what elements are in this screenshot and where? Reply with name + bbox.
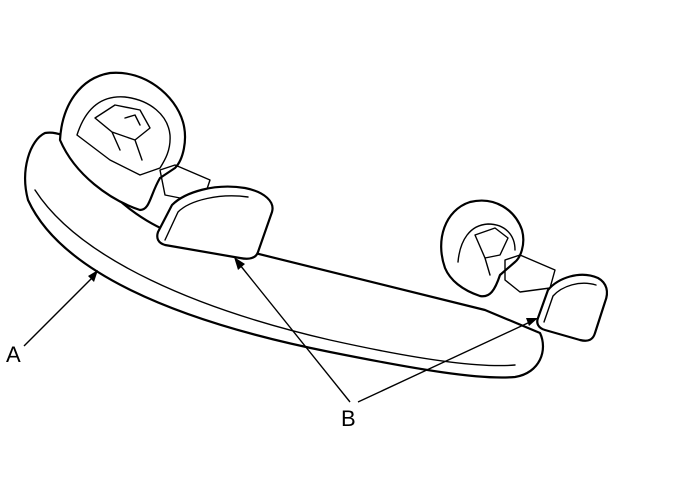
leader-line-a — [23, 277, 93, 347]
callout-label-b: B — [341, 406, 356, 431]
leader-arrow-b-left — [234, 257, 245, 270]
handle-lower-edge — [34, 189, 516, 367]
right-mount-inner — [457, 223, 516, 276]
leader-arrow-b-right — [526, 318, 538, 326]
right-cap-edge — [543, 282, 597, 323]
callout-label-a: A — [6, 342, 21, 367]
right-mount-base — [440, 199, 525, 298]
leader-line-b-right — [357, 321, 531, 403]
left-clip-detail — [94, 104, 151, 161]
leader-line-b-left — [239, 264, 351, 403]
leader-arrow-a — [88, 270, 98, 282]
left-mount-inner — [76, 96, 171, 176]
left-cap-edge — [164, 195, 249, 241]
left-cover-cap — [156, 185, 274, 260]
right-cover-cap — [536, 273, 609, 342]
